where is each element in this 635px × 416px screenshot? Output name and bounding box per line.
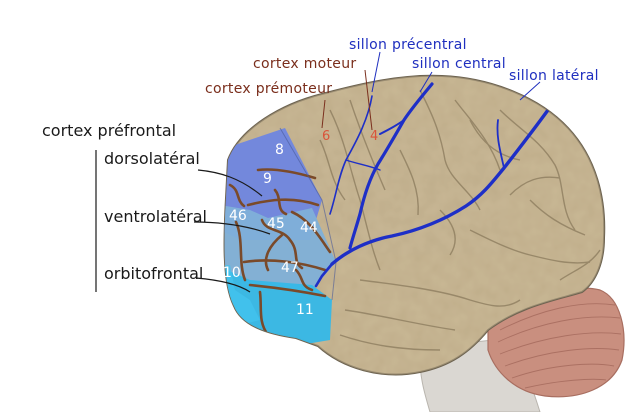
- label-sillon-precentral: sillon précentral: [349, 37, 467, 53]
- area-11: 11: [296, 302, 314, 318]
- central-sulcus: [348, 82, 434, 250]
- label-sillon-central: sillon central: [412, 56, 506, 72]
- area-6: 6: [322, 129, 331, 144]
- area-10: 10: [223, 265, 241, 281]
- label-orbitofrontal: orbitofrontal: [104, 264, 204, 283]
- label-ventrolateral: ventrolatéral: [104, 207, 207, 226]
- label-cortex-prefrontal: cortex préfrontal: [42, 121, 177, 140]
- area-47: 47: [281, 260, 299, 276]
- ventrolateral-region: [224, 205, 336, 290]
- area-8: 8: [275, 142, 284, 158]
- area-46: 46: [229, 208, 247, 224]
- area-45: 45: [267, 216, 285, 232]
- label-cortex-moteur: cortex moteur: [253, 56, 357, 72]
- label-cortex-premoteur: cortex prémoteur: [205, 81, 333, 97]
- label-sillon-lateral: sillon latéral: [509, 68, 599, 84]
- area-44: 44: [300, 220, 318, 236]
- lateral-sulcus: [330, 108, 550, 266]
- area-4: 4: [370, 129, 379, 144]
- area-9: 9: [263, 171, 272, 187]
- label-dorsolateral: dorsolatéral: [104, 149, 200, 168]
